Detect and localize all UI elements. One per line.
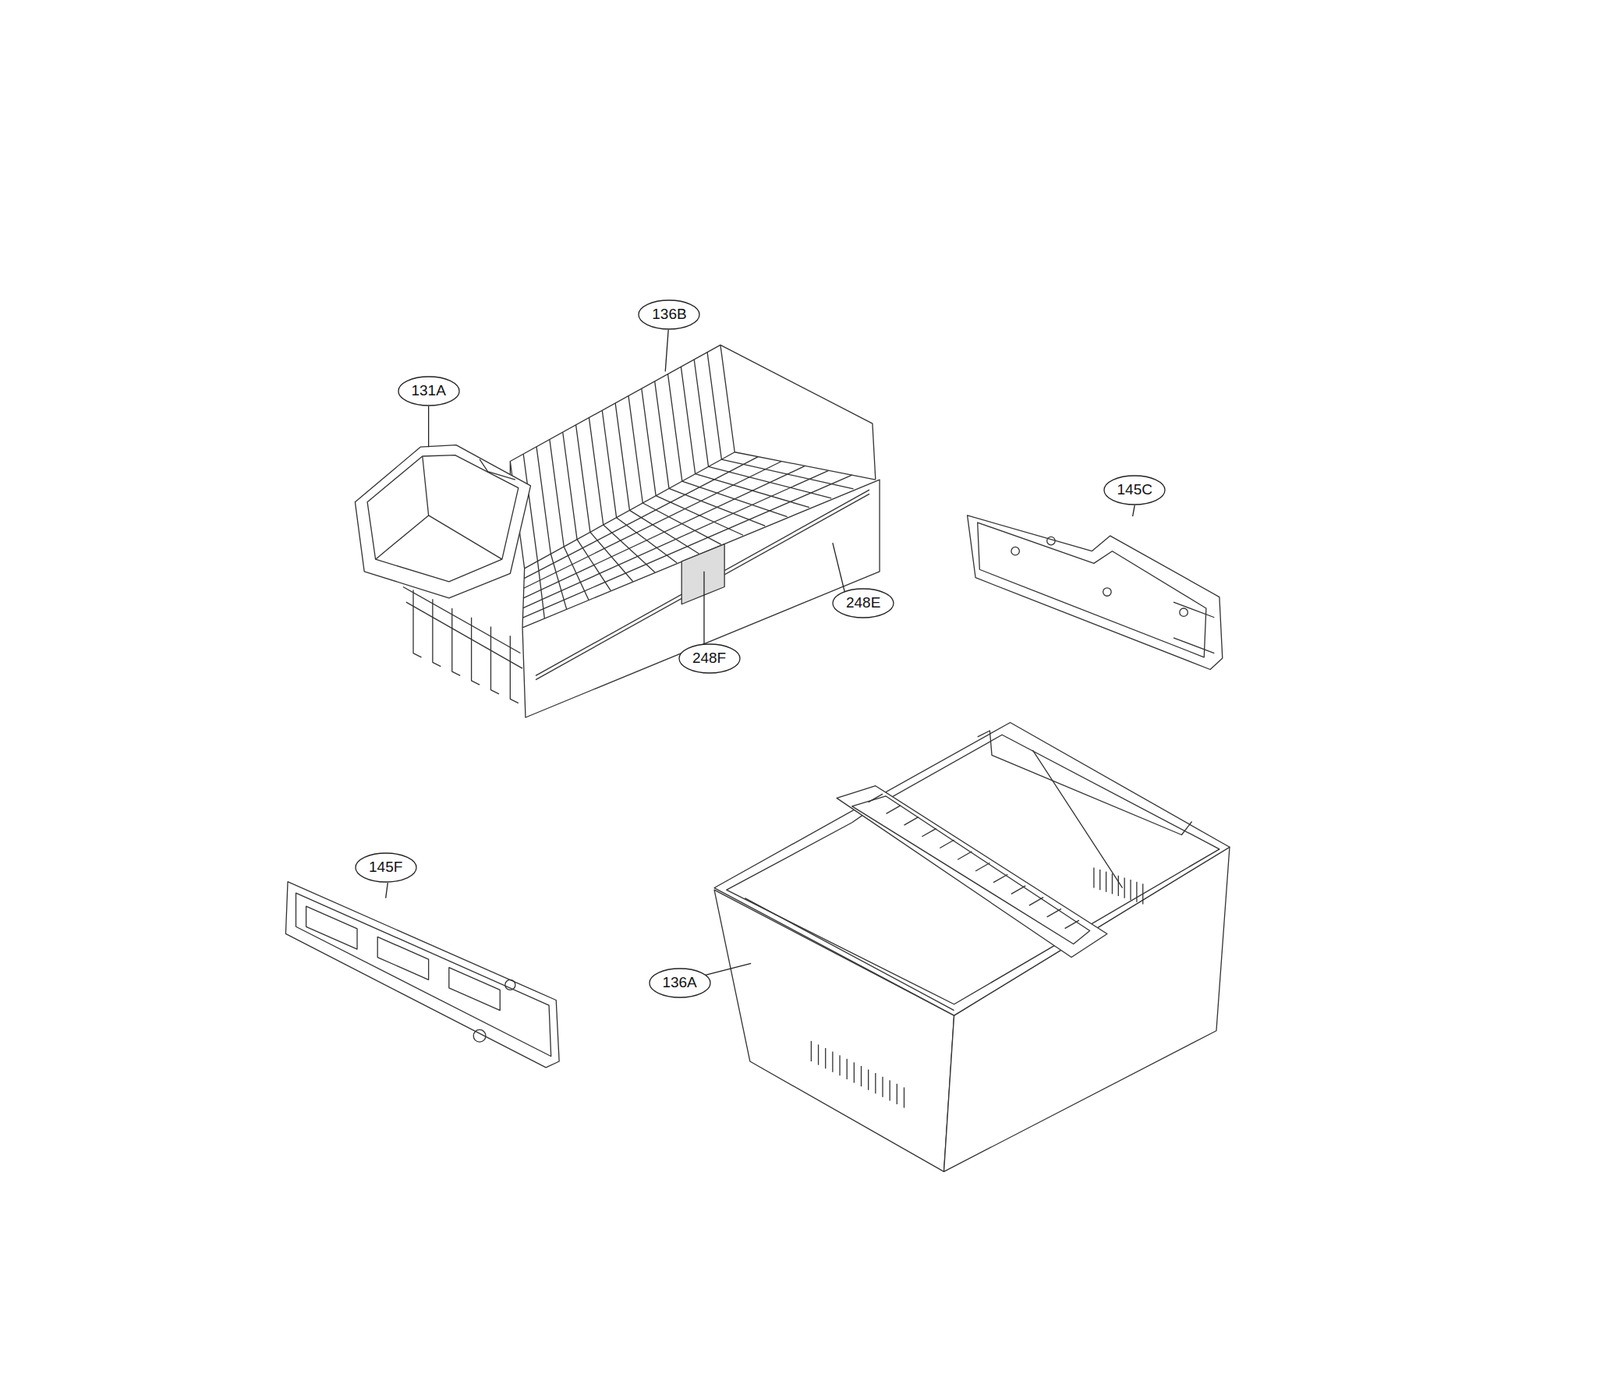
callout-bubble: 136A (648, 967, 712, 999)
callout-number: 248E (846, 594, 881, 612)
callout-number: 136A (661, 974, 697, 992)
rail-bracket (285, 881, 560, 1068)
callout-bubble: 248F (678, 643, 741, 674)
callout-number: 248F (692, 650, 726, 667)
freezer-bin (714, 722, 1230, 1172)
callout-bubble: 131A (397, 375, 461, 407)
leader-lines (385, 329, 1136, 976)
callout-number: 131A (410, 382, 446, 400)
callout-bubble: 248E (831, 587, 895, 619)
callout-number: 136B (651, 306, 687, 323)
rail-bracket (967, 515, 1223, 670)
callout-bubble: 136B (637, 299, 701, 330)
callout-number: 145C (1117, 481, 1153, 499)
callout-bubble: 145C (1103, 474, 1166, 506)
ice-bin (354, 445, 531, 599)
callout-number: 145F (368, 859, 403, 876)
callout-bubble: 145F (354, 852, 418, 883)
